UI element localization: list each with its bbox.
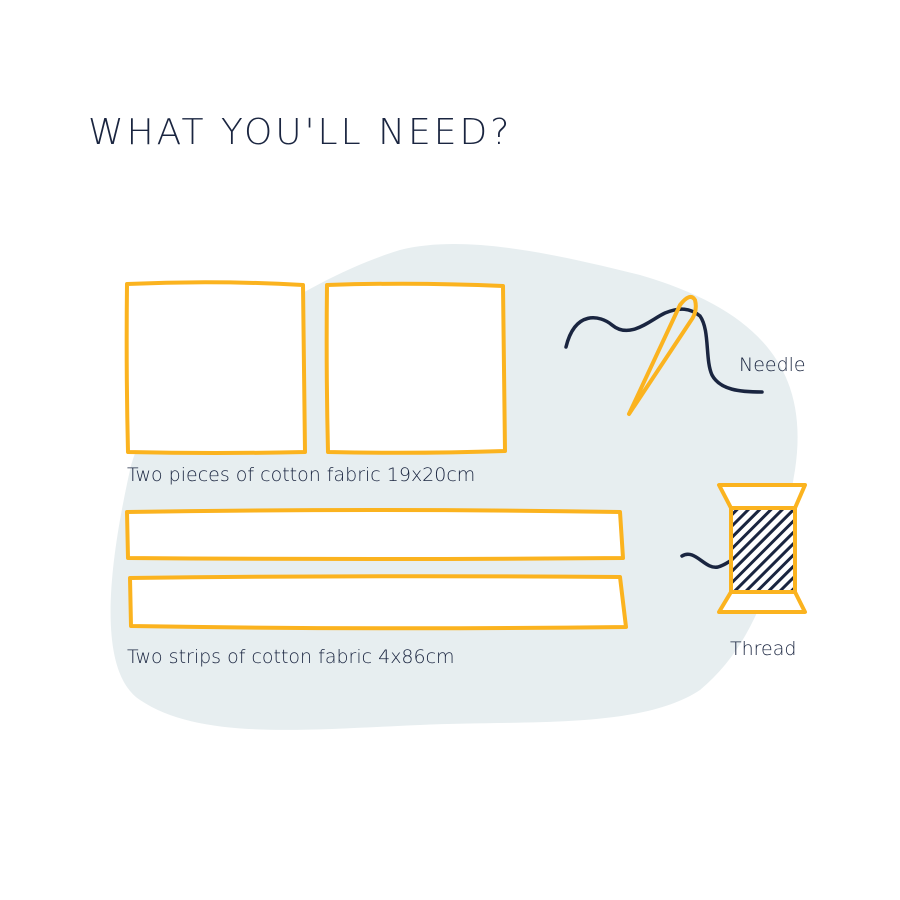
- fabric-strips-label: Two strips of cotton fabric 4x86cm: [127, 646, 455, 668]
- fabric-square-2: [324, 281, 507, 455]
- fabric-pieces-label: Two pieces of cotton fabric 19x20cm: [127, 464, 476, 486]
- fabric-strip-2: [128, 574, 628, 631]
- page-title: WHAT YOU'LL NEED?: [88, 112, 513, 153]
- needle-icon: [564, 294, 764, 416]
- fabric-strip-1: [125, 508, 625, 561]
- fabric-square-1: [124, 280, 307, 455]
- needle-label: Needle: [739, 354, 806, 376]
- thread-spool-icon: [680, 483, 807, 614]
- thread-label: Thread: [730, 638, 797, 660]
